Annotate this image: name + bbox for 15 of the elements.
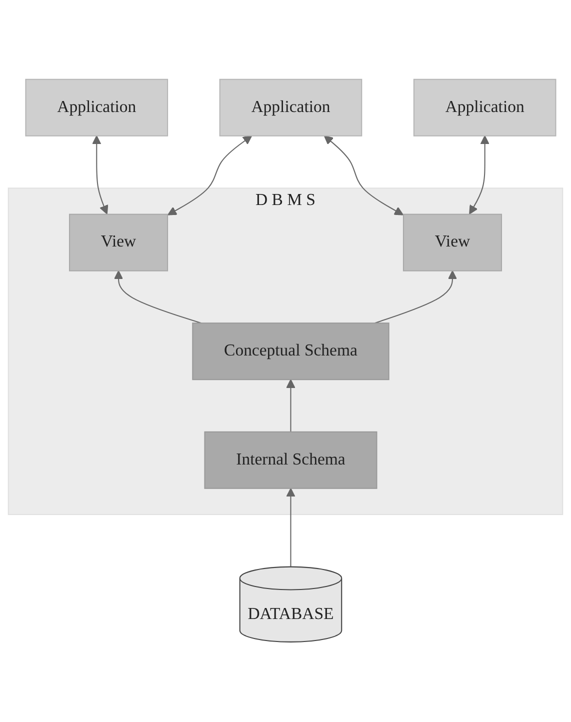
node-box: Application xyxy=(413,79,556,137)
arrow xyxy=(92,136,108,215)
arrow xyxy=(324,136,404,216)
arrow xyxy=(286,488,296,568)
node-box: Internal Schema xyxy=(204,432,378,490)
arrow xyxy=(374,270,458,324)
node-box: View xyxy=(402,214,502,272)
arrow xyxy=(286,380,296,432)
node-box: View xyxy=(69,214,168,272)
node-box: Conceptual Schema xyxy=(192,322,390,380)
arrow xyxy=(114,270,202,324)
arrow xyxy=(167,136,252,216)
node-box: Application xyxy=(25,79,168,137)
arrow xyxy=(469,136,490,215)
node-box: Application xyxy=(219,79,362,137)
